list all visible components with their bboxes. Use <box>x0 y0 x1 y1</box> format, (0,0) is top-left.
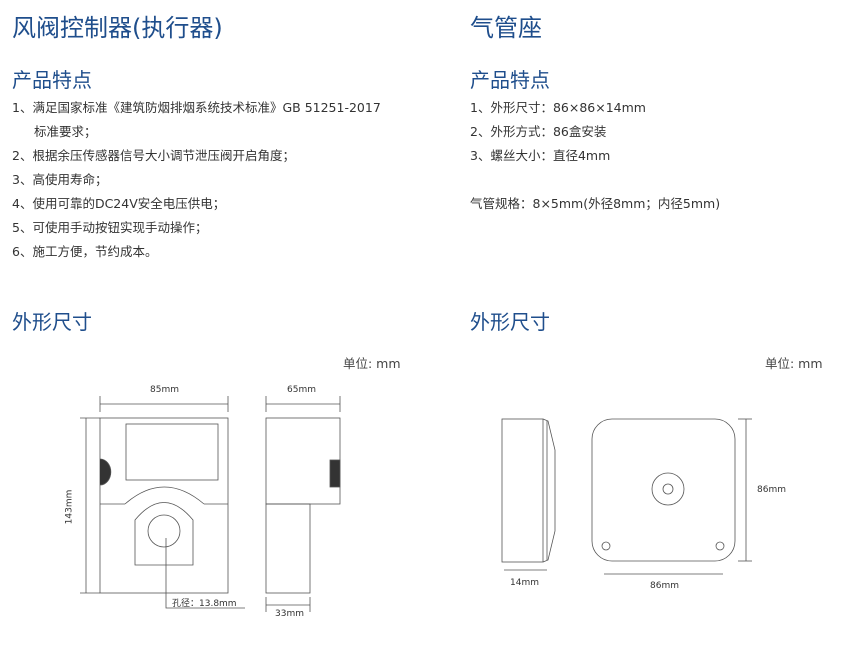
list-item: 5、可使用手动按钮实现手动操作； <box>12 220 208 235</box>
features-list-left: 1、满足国家标准《建筑防烟排烟系统技术标准》GB 51251-2017 标准要求… <box>12 96 381 264</box>
list-item: 2、外形方式：86盒安装 <box>470 124 607 139</box>
list-item: 6、施工方便，节约成本。 <box>12 244 158 259</box>
dim-height-label: 143mm <box>64 489 75 525</box>
unit-label-right: 单位: mm <box>765 356 823 371</box>
list-item: 3、高使用寿命； <box>12 172 108 187</box>
controller-side-view <box>265 396 341 612</box>
hole-diameter-label: 孔径：13.8mm <box>172 599 237 609</box>
dim-base-height-label: 86mm <box>757 485 786 495</box>
page-title-left: 风阀控制器(执行器) <box>12 14 223 42</box>
features-heading-left: 产品特点 <box>12 68 92 92</box>
controller-front-view <box>80 396 245 609</box>
air-base-front-view <box>591 418 752 575</box>
air-base-side-view <box>501 418 556 571</box>
list-item: 2、根据余压传感器信号大小调节泄压阀开启角度； <box>12 148 295 163</box>
dim-base-width-label: 86mm <box>650 581 679 591</box>
list-item: 标准要求； <box>34 124 97 139</box>
dim-width-label: 85mm <box>150 385 179 395</box>
list-item: 3、螺丝大小：直径4mm <box>470 148 611 163</box>
features-heading-right: 产品特点 <box>470 68 550 92</box>
unit-label-left: 单位: mm <box>343 356 401 371</box>
list-item: 1、外形尺寸：86×86×14mm <box>470 100 646 115</box>
tube-spec: 气管规格：8×5mm(外径8mm；内径5mm) <box>470 196 721 211</box>
features-list-right: 1、外形尺寸：86×86×14mm 2、外形方式：86盒安装 3、螺丝大小：直径… <box>470 96 646 168</box>
dim-thickness-label: 14mm <box>510 578 539 588</box>
dimensions-heading-right: 外形尺寸 <box>470 310 550 334</box>
dim-depth-label: 65mm <box>287 385 316 395</box>
dimensions-heading-left: 外形尺寸 <box>12 310 92 334</box>
page-title-right: 气管座 <box>470 14 542 42</box>
dim-base-label: 33mm <box>275 609 304 619</box>
list-item: 4、使用可靠的DC24V安全电压供电； <box>12 196 226 211</box>
list-item: 1、满足国家标准《建筑防烟排烟系统技术标准》GB 51251-2017 <box>12 100 381 115</box>
